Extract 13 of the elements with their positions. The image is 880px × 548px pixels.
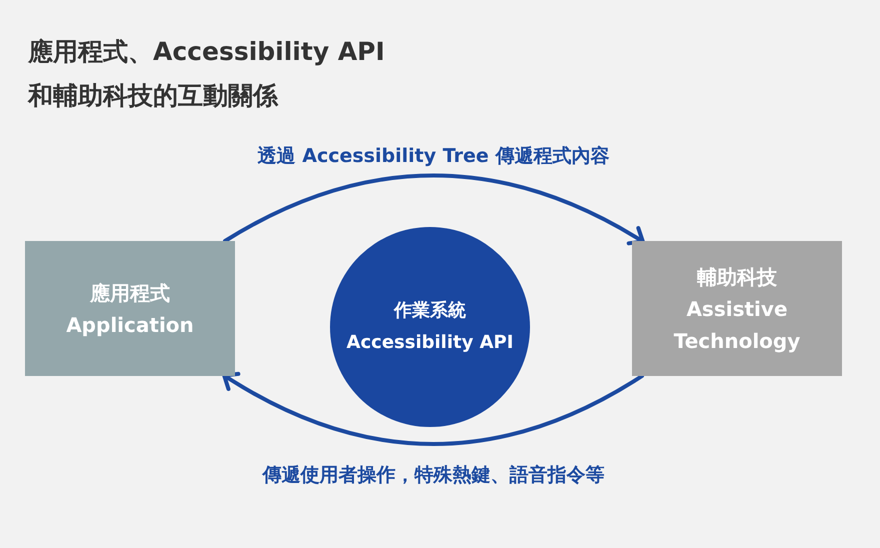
node-text: Assistive Technology	[672, 296, 802, 354]
title: 應用程式、Accessibility API 和輔助科技的互動關係	[28, 36, 386, 112]
edge-label: 傳遞使用者操作，特殊熱鍵、語音指令等	[262, 463, 604, 488]
curved-arrow	[223, 174, 645, 246]
process-box	[25, 241, 235, 376]
edge-label: 透過 Accessibility Tree 傳遞程式內容	[258, 144, 610, 169]
node-text: 應用程式	[90, 280, 170, 306]
curved-arrow	[222, 371, 644, 446]
node-text: Application	[66, 312, 194, 338]
node-text: 作業系統	[394, 299, 466, 323]
process-box	[632, 241, 842, 376]
node-text: 輔助科技	[697, 264, 777, 290]
node-text: Accessibility API	[346, 331, 514, 355]
